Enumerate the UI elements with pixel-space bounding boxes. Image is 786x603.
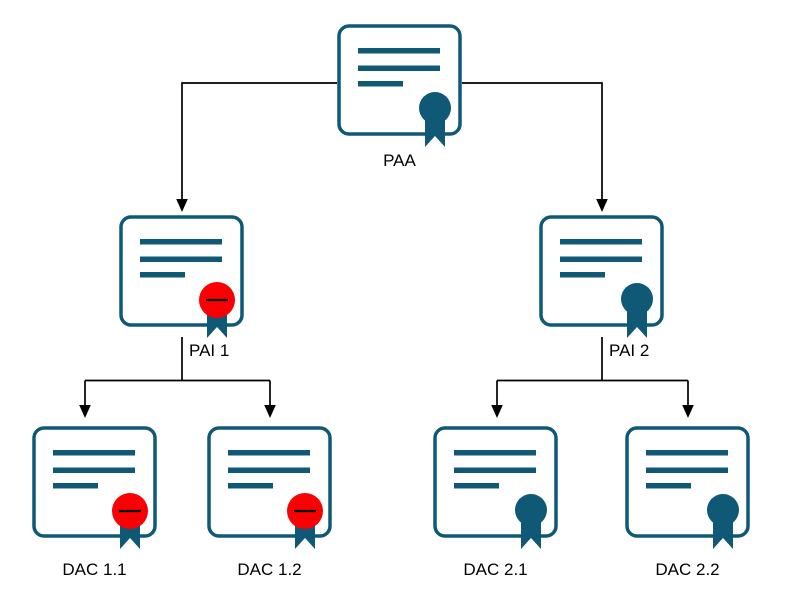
node-dac-2-2-label: DAC 2.2 <box>655 560 720 579</box>
seal-icon <box>419 92 451 124</box>
certificate-icon <box>625 426 750 549</box>
node-dac-1-2: DAC 1.2 <box>207 426 332 579</box>
node-dac-2-1: DAC 2.1 <box>433 426 558 579</box>
node-pai-1-label: PAI 1 <box>189 341 230 360</box>
node-dac-2-2: DAC 2.2 <box>625 426 750 579</box>
certificate-icon <box>539 215 664 338</box>
certificate-icon <box>433 426 558 549</box>
certificate-icon <box>207 426 332 549</box>
edge-paa-pai2 <box>462 82 603 199</box>
seal-icon <box>707 494 739 526</box>
arrowhead-dac21 <box>491 405 503 418</box>
node-paa: PAA <box>337 24 462 170</box>
node-dac-2-1-label: DAC 2.1 <box>463 560 528 579</box>
node-pai-2-label: PAI 2 <box>609 341 650 360</box>
arrowhead-dac11 <box>79 405 91 418</box>
arrowhead-pai1 <box>176 199 188 212</box>
arrowhead-pai2 <box>596 199 608 212</box>
node-pai-2: PAI 2 <box>539 215 664 360</box>
node-paa-label: PAA <box>383 151 416 170</box>
arrowhead-dac12 <box>264 405 276 418</box>
seal-icon <box>515 494 547 526</box>
node-dac-1-1: DAC 1.1 <box>32 426 157 579</box>
certificate-icon <box>32 426 157 549</box>
certificate-icon <box>119 215 244 338</box>
node-dac-1-1-label: DAC 1.1 <box>62 560 127 579</box>
certificate-icon <box>337 24 462 147</box>
arrowhead-dac22 <box>682 405 694 418</box>
seal-icon <box>621 283 653 315</box>
edge-paa-pai1 <box>181 82 337 199</box>
node-pai-1: PAI 1 <box>119 215 244 360</box>
node-dac-1-2-label: DAC 1.2 <box>237 560 302 579</box>
